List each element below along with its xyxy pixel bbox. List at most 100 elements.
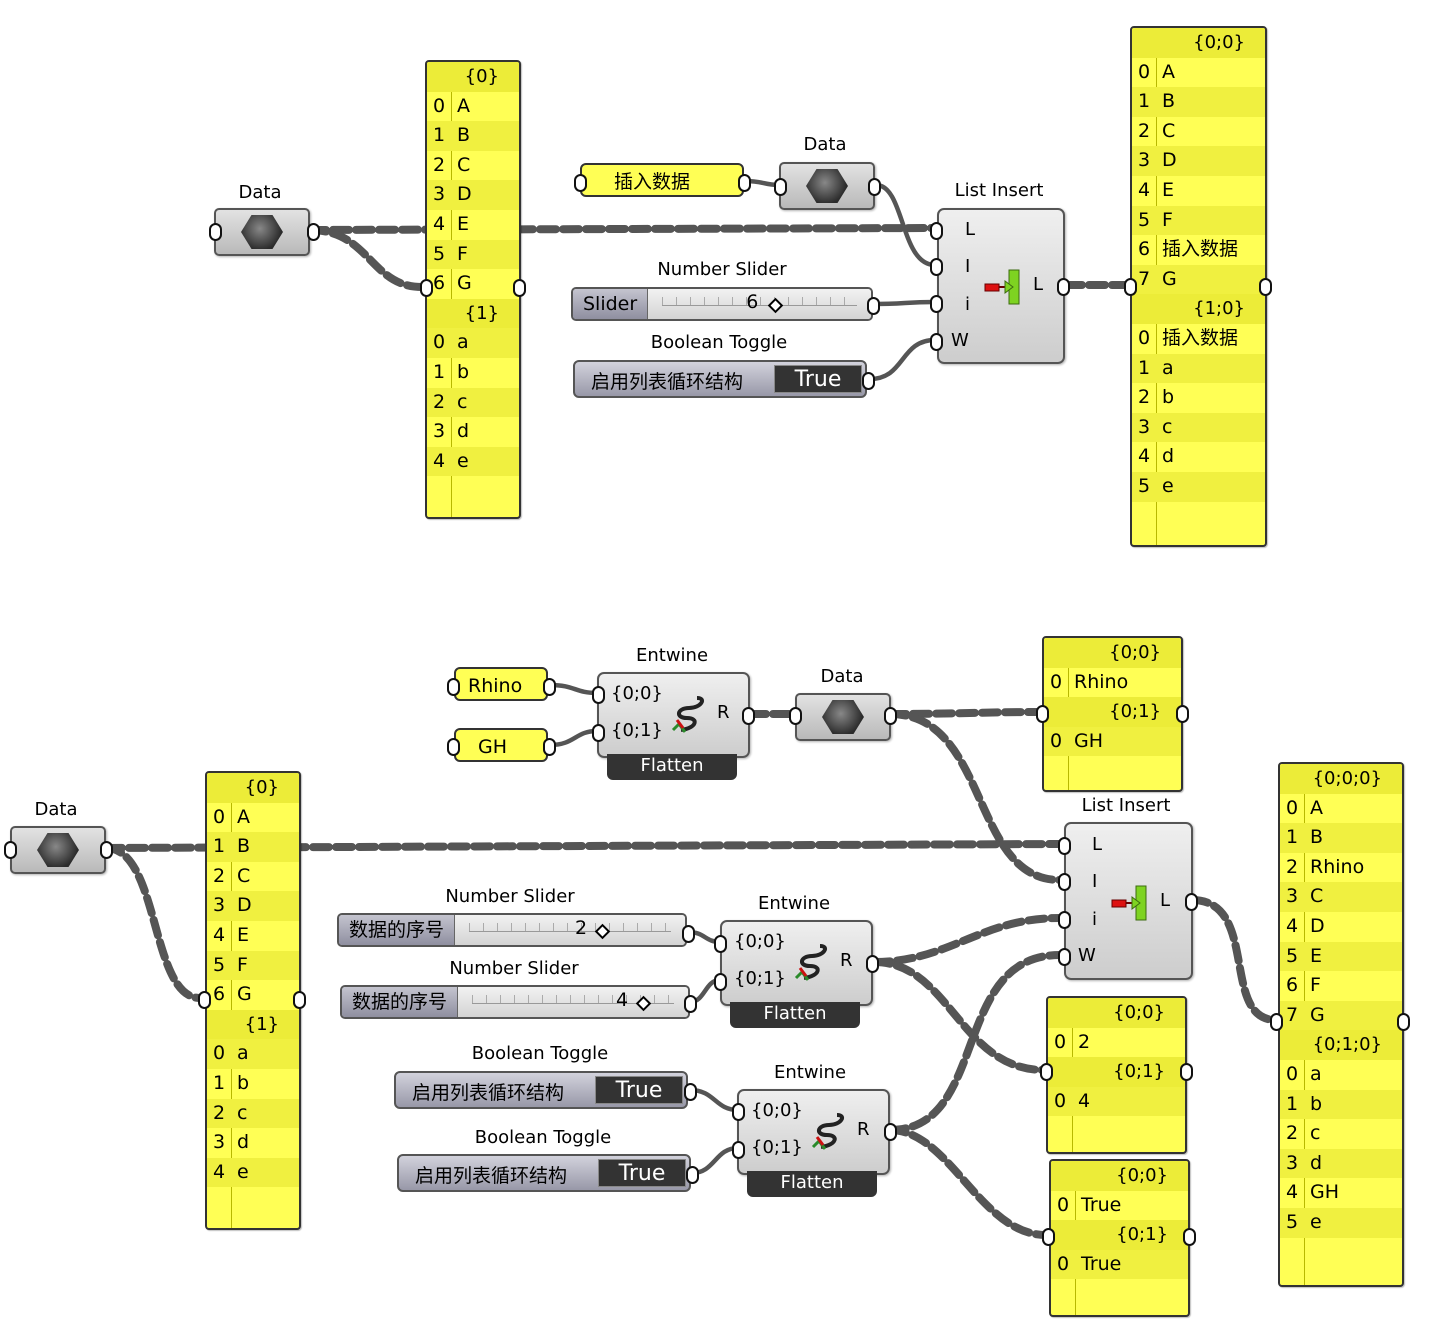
toggle-state[interactable]: True <box>595 1076 683 1104</box>
index-slider[interactable]: Slider 6 <box>571 287 873 321</box>
port-grip[interactable] <box>1259 278 1272 296</box>
insert-text-panel[interactable]: 插入数据 <box>580 163 744 197</box>
port-grip[interactable] <box>884 707 897 725</box>
output-port-result[interactable]: R <box>840 950 853 971</box>
port-grip[interactable] <box>100 841 113 859</box>
wrap-toggle-1[interactable]: 启用列表循环结构 True <box>394 1071 688 1109</box>
port-grip[interactable] <box>420 279 433 297</box>
port-grip[interactable] <box>868 178 881 196</box>
slider-track[interactable]: 6 <box>648 289 871 319</box>
port-grip[interactable] <box>1057 278 1070 296</box>
toggle-state[interactable]: True <box>598 1159 686 1187</box>
input-port-list[interactable]: L <box>1092 834 1103 855</box>
output-port-list[interactable]: L <box>1160 890 1171 911</box>
port-grip[interactable] <box>198 991 211 1009</box>
port-grip[interactable] <box>447 678 460 696</box>
port-grip[interactable] <box>543 738 556 756</box>
port-grip[interactable] <box>732 1141 745 1159</box>
port-grip[interactable] <box>209 223 222 241</box>
data-param-node[interactable] <box>10 826 106 874</box>
toggle-state[interactable]: True <box>774 365 862 393</box>
port-grip[interactable] <box>1058 873 1071 891</box>
port-grip[interactable] <box>866 955 879 973</box>
input-port-branch-01[interactable]: {0;1} <box>751 1137 803 1158</box>
port-grip[interactable] <box>307 223 320 241</box>
text-panel-rhino[interactable]: Rhino <box>454 667 548 701</box>
port-grip[interactable] <box>1058 948 1071 966</box>
input-port-item[interactable]: I <box>1092 871 1098 892</box>
output-port-list[interactable]: L <box>1033 274 1044 295</box>
list-insert-component[interactable]: L I i W L <box>937 208 1065 364</box>
entwine-component-2[interactable]: {0;0} {0;1} R <box>720 920 873 1006</box>
input-port-index[interactable]: i <box>965 294 971 315</box>
port-grip[interactable] <box>592 686 605 704</box>
flatten-badge[interactable]: Flatten <box>607 754 737 780</box>
port-grip[interactable] <box>884 1123 897 1141</box>
input-port-branch-00[interactable]: {0;0} <box>611 683 663 704</box>
port-grip[interactable] <box>574 174 587 192</box>
port-grip[interactable] <box>4 841 17 859</box>
index-slider-1[interactable]: 数据的序号 2 <box>337 913 687 947</box>
text-panel-gh[interactable]: GH <box>454 728 548 762</box>
port-grip[interactable] <box>684 995 697 1013</box>
output-port-result[interactable]: R <box>857 1119 870 1140</box>
port-grip[interactable] <box>930 295 943 313</box>
port-grip[interactable] <box>1176 705 1189 723</box>
input-port-list[interactable]: L <box>965 219 976 240</box>
port-grip[interactable] <box>1183 1228 1196 1246</box>
input-port-item[interactable]: I <box>965 256 971 277</box>
input-port-wrap[interactable]: W <box>951 330 969 351</box>
port-grip[interactable] <box>1180 1063 1193 1081</box>
port-grip[interactable] <box>1058 837 1071 855</box>
port-grip[interactable] <box>930 258 943 276</box>
slider-track[interactable]: 4 <box>458 987 688 1017</box>
entwine-component-1[interactable]: {0;0} {0;1} R <box>597 672 750 758</box>
list-insert-component[interactable]: L I i W L <box>1064 822 1193 980</box>
port-grip[interactable] <box>774 178 787 196</box>
port-grip[interactable] <box>1124 278 1137 296</box>
data-param-node[interactable] <box>214 208 310 256</box>
port-grip[interactable] <box>930 222 943 240</box>
wrap-toggle-2[interactable]: 启用列表循环结构 True <box>397 1154 691 1192</box>
port-grip[interactable] <box>1185 893 1198 911</box>
port-grip[interactable] <box>867 297 880 315</box>
port-grip[interactable] <box>789 707 802 725</box>
port-grip[interactable] <box>1058 911 1071 929</box>
input-port-index[interactable]: i <box>1092 909 1098 930</box>
index-slider-2[interactable]: 数据的序号 4 <box>340 985 690 1019</box>
input-port-branch-00[interactable]: {0;0} <box>751 1100 803 1121</box>
port-grip[interactable] <box>1397 1013 1410 1031</box>
port-grip[interactable] <box>682 925 695 943</box>
port-grip[interactable] <box>684 1083 697 1101</box>
input-port-branch-01[interactable]: {0;1} <box>734 968 786 989</box>
port-grip[interactable] <box>714 935 727 953</box>
port-grip[interactable] <box>543 678 556 696</box>
wrap-toggle[interactable]: 启用列表循环结构 True <box>573 360 867 398</box>
port-grip[interactable] <box>293 991 306 1009</box>
data-param-node[interactable] <box>779 162 875 210</box>
input-port-branch-01[interactable]: {0;1} <box>611 720 663 741</box>
flatten-badge[interactable]: Flatten <box>730 1002 860 1028</box>
output-port-result[interactable]: R <box>717 702 730 723</box>
flatten-badge[interactable]: Flatten <box>747 1171 877 1197</box>
port-grip[interactable] <box>714 973 727 991</box>
port-grip[interactable] <box>686 1166 699 1184</box>
input-port-wrap[interactable]: W <box>1078 945 1096 966</box>
port-grip[interactable] <box>447 738 460 756</box>
data-param-node[interactable] <box>795 693 891 741</box>
port-grip[interactable] <box>513 279 526 297</box>
input-port-branch-00[interactable]: {0;0} <box>734 931 786 952</box>
port-grip[interactable] <box>930 333 943 351</box>
port-grip[interactable] <box>1040 1063 1053 1081</box>
entwine-component-3[interactable]: {0;0} {0;1} R <box>737 1089 890 1175</box>
slider-track[interactable]: 2 <box>455 915 685 945</box>
port-grip[interactable] <box>1036 705 1049 723</box>
port-grip[interactable] <box>732 1103 745 1121</box>
